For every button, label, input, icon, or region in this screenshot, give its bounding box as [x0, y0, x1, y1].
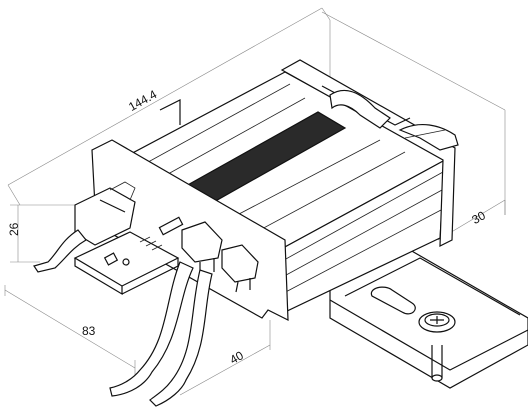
rear-connectors [329, 89, 459, 151]
dim-width-label: 83 [82, 324, 96, 338]
cables [109, 261, 213, 407]
dim-length-label: 144.4 [126, 87, 159, 114]
dimension-lines [4, 7, 506, 396]
dim-depth-label: 40 [227, 348, 246, 367]
dim-rail-label: 30 [469, 208, 488, 227]
din-rail [329, 249, 528, 389]
front-connectors [33, 181, 184, 296]
dim-height-label: 26 [7, 222, 21, 236]
antenna-connectors [181, 221, 259, 293]
